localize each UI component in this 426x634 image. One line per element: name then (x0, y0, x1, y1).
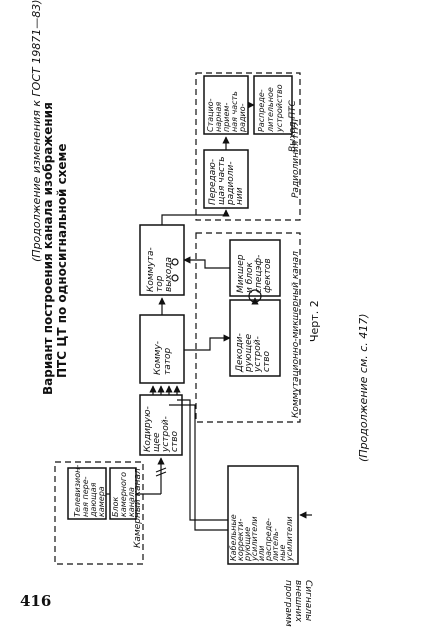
receive-radio-block: Стацио- нарная прием- ная часть радио- (203, 75, 249, 135)
mixer-effects-block: Микшер и блок спецэф- фектов (229, 239, 281, 297)
mixer-line-4: фектов (263, 258, 273, 293)
svg-text:Комму- татор: Комму- татор (153, 338, 173, 375)
page-number: 416 (20, 592, 52, 610)
svg-text:Блок камерного: Блок камерного канала (111, 469, 136, 517)
decoder-line-1: Декоди- (235, 333, 245, 373)
distributor-line-2: лительное (266, 87, 275, 133)
receive-radio-line-5: радио- (238, 103, 247, 133)
transmit-radio-block: Передаю- щая часть радиоли- нии (203, 149, 249, 209)
distributor-line-3: устройство (275, 84, 284, 133)
commutator-out-line-1: Коммута- (146, 247, 156, 292)
svg-text:Микшер и блок: Микшер и блок спецэф- фектов (236, 252, 273, 293)
commutator-line-2: татор (163, 347, 173, 375)
distributor-line-1: Распреде- (257, 89, 266, 132)
distributor-block: Распреде- лительное устройство (253, 75, 293, 135)
svg-text:Передаю- щая часть: Передаю- щая часть радиоли- нии (208, 154, 245, 206)
amplifiers-line-5: или (257, 545, 266, 561)
amplifiers-line-6: распреде- (264, 518, 273, 562)
svg-text:Телевизион- ная пере-: Телевизион- ная пере- дающая камера (73, 462, 106, 518)
mixer-line-3: спецэф- (254, 255, 264, 293)
transmit-radio-line-3: радиоли- (226, 161, 236, 206)
external-signals-label: Сигналы внешних программ (283, 580, 313, 627)
amplifiers-line-4: усилители (250, 516, 259, 562)
tv-camera-line-1: Телевизион- (73, 465, 82, 517)
commutation-group-label: Коммутационно-микшерный канал (291, 251, 301, 418)
decoder-line-3: устрой- (253, 336, 263, 373)
amplifiers-line-9: усилители (285, 516, 294, 562)
commutator-line-1: Комму- (153, 341, 163, 375)
amplifiers-block: Кабельные корректи- рующие усилители или… (227, 465, 299, 565)
tv-camera-line-4: камера (97, 486, 106, 517)
coder-in-line-3: устрой- (161, 416, 171, 453)
tv-camera-block: Телевизион- ная пере- дающая камера (67, 462, 107, 520)
receive-radio-line-1: Стацио- (206, 98, 215, 132)
amplifiers-line-2: корректи- (236, 519, 245, 561)
amplifiers-line-1: Кабельные (229, 514, 238, 561)
svg-text:Стацио- нарная: Стацио- нарная прием- ная часть радио- (206, 89, 247, 133)
transmit-radio-line-1: Передаю- (208, 159, 218, 205)
svg-text:Кодирую- щее у: Кодирую- щее устрой- ство (143, 403, 180, 453)
camera-group-frame (54, 461, 144, 565)
svg-text:Декоди- рующее: Декоди- рующее устрой- ство (235, 330, 272, 373)
commutation-group-frame (195, 232, 301, 423)
camera-group-label: Камерный канал (133, 468, 143, 548)
camera-block-line-3: канала (127, 487, 136, 517)
commutator-out-line-3: выхода (164, 257, 174, 292)
amplifiers-line-3: рующие (243, 527, 252, 562)
svg-text:Распреде- лительное: Распреде- лительное устройство (257, 84, 284, 133)
decoder-line-2: рующее (244, 333, 254, 373)
amplifiers-line-7: литель- (271, 528, 280, 562)
connections (106, 101, 312, 531)
receive-radio-line-2: нарная (214, 102, 223, 132)
decoder-block: Декоди- рующее устрой- ство (229, 299, 281, 377)
tv-camera-line-3: дающая (89, 482, 98, 518)
commutator-out-line-2: тор (155, 275, 165, 292)
mixer-line-1: Микшер (236, 254, 246, 293)
decoder-line-4: ство (262, 351, 272, 372)
receive-radio-line-4: ная часть (230, 91, 239, 132)
coder-in-block: Кодирую- щее устрой- ство (139, 394, 183, 456)
figure-caption: Черт. 2 (308, 300, 321, 342)
coder-in-line-4: ство (170, 431, 180, 452)
radio-group-frame (195, 72, 301, 221)
header-note-top: (Продолжение изменения к ГОСТ 19871—83) (30, 0, 43, 262)
output-label: Выход ПТС (288, 100, 298, 152)
transmit-radio-line-4: нии (235, 187, 245, 205)
svg-text:Коммута- тор в: Коммута- тор выхода (146, 244, 174, 292)
radio-group-label: Радиолиния ПТЛ (291, 119, 301, 198)
svg-text:Кабельные корректи-: Кабельные корректи- рующие усилители или… (229, 512, 294, 562)
camera-block-line-1: Блок (111, 497, 120, 517)
transmit-radio-line-2: щая часть (217, 156, 227, 205)
receive-radio-line-3: прием- (222, 103, 231, 132)
note-bottom: (Продолжение см. с. 417) (357, 313, 370, 462)
camera-block-line-2: камерного (119, 472, 128, 517)
tv-camera-line-2: ная пере- (81, 476, 90, 517)
header-title-line-1: Вариант построения канала изображения (41, 102, 55, 395)
coder-in-line-2: щее (152, 432, 162, 452)
amplifiers-line-8: ные (278, 544, 287, 561)
commutator-block: Комму- татор (139, 314, 185, 384)
mixer-line-2: и блок (245, 261, 255, 293)
header-title-line-2: ПТС ЦТ по односигнальной схеме (55, 143, 69, 378)
coder-in-line-1: Кодирую- (143, 406, 153, 452)
